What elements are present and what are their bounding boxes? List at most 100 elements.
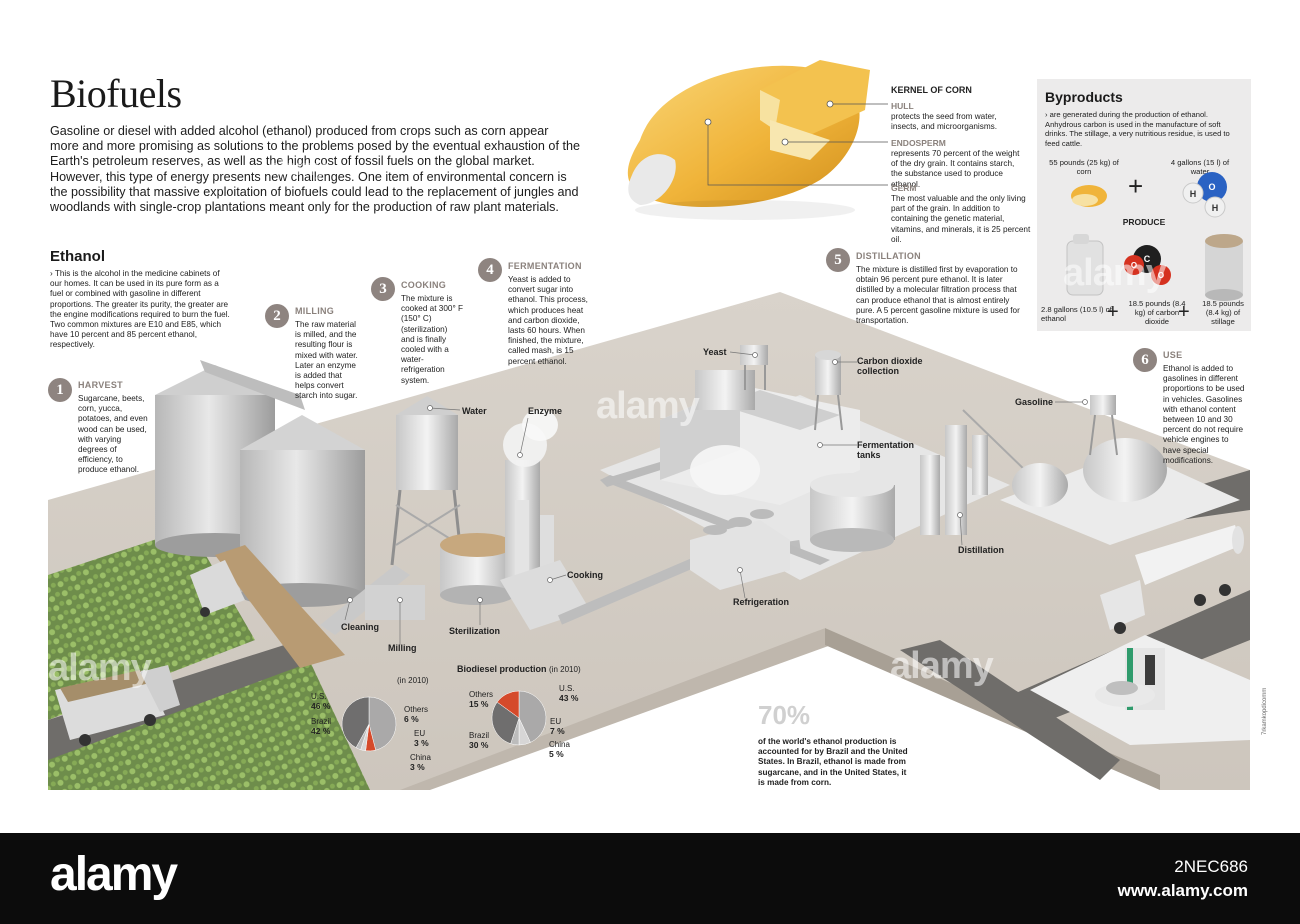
label-distillation: Distillation — [958, 545, 1005, 555]
credit-text: 7rkamkopdicomm — [1262, 687, 1268, 735]
step-3-badge: 3 — [371, 277, 395, 301]
step-2-badge: 2 — [265, 304, 289, 328]
produce-label: PRODUCE — [1122, 217, 1166, 227]
label-fermentation-tanks: Fermentation tanks — [857, 440, 915, 460]
ethanol-eu-value: 3 % — [414, 737, 429, 748]
stat-value: 70% — [758, 700, 811, 730]
step-3-text: The mixture is cooked at 300° F (150° C)… — [401, 294, 463, 385]
ethanol-others-value: 6 % — [404, 713, 419, 724]
step-1-text: Sugarcane, beets, corn, yucca, potatoes,… — [78, 394, 148, 475]
label-yeast: Yeast — [703, 347, 727, 357]
biodiesel-china-name: China — [549, 740, 570, 749]
label-cooking: Cooking — [567, 570, 603, 580]
step-2-title: MILLING — [295, 306, 335, 316]
biodiesel-slice-us — [518, 690, 547, 743]
car — [1095, 681, 1155, 707]
output-stillage-label: 18.5 pounds (8.4 kg) of stillage — [1202, 299, 1244, 326]
output-ethanol-label: 2.8 gallons (10.5 l) of ethanol — [1041, 305, 1112, 323]
biodiesel-brazil-name: Brazil — [469, 731, 490, 740]
ethanol-us-value: 46 % — [311, 700, 331, 711]
hull-text: protects the seed from water, insects, a… — [891, 112, 998, 132]
ethanol-brazil-name: Brazil — [311, 717, 332, 726]
sterilization-tank — [440, 533, 515, 605]
watermark-3: alamy — [1063, 252, 1167, 294]
biodiesel-title-year: (in 2010) — [549, 665, 581, 674]
biodiesel-brazil-value: 30 % — [469, 739, 489, 750]
biodiesel-pie-title: Biodiesel production (in 2010) — [457, 664, 581, 674]
step-2-text: The raw material is milled, and the resu… — [295, 320, 358, 401]
byproducts-illustration — [1066, 172, 1243, 301]
step-5-title: DISTILLATION — [856, 251, 921, 261]
ethanol-description: › This is the alcohol in the medicine ca… — [50, 269, 230, 350]
biodiesel-slice-brazil — [491, 701, 520, 744]
footer-image-id: 2NEC686 — [1174, 857, 1248, 876]
atom-label-o: O — [1208, 182, 1216, 192]
dump-truck — [55, 665, 180, 746]
page-title: Biofuels — [50, 71, 182, 116]
intro-paragraph: Gasoline or diesel with added alcohol (e… — [50, 124, 580, 215]
road — [48, 640, 330, 760]
biodiesel-china-value: 5 % — [549, 748, 564, 759]
step-6-badge: 6 — [1133, 348, 1157, 372]
endosperm-text: represents 70 percent of the weight of t… — [891, 149, 1020, 189]
stat-text: of the world's ethanol production is acc… — [758, 737, 908, 787]
step-4-title: FERMENTATION — [508, 261, 582, 271]
atom-label-o1: O — [1130, 261, 1138, 270]
biodiesel-us-value: 43 % — [559, 692, 579, 703]
input-corn-label: 55 pounds (25 kg) of corn — [1049, 158, 1119, 176]
corn-kernel-title: KERNEL OF CORN — [891, 85, 972, 95]
ethanol-pie-caption: (in 2010) — [397, 676, 429, 685]
fermentation-tanks — [810, 473, 895, 552]
byproducts-text: › are generated during the production of… — [1045, 110, 1230, 148]
atom-label-h2: H — [1211, 203, 1219, 213]
water-tower — [390, 396, 464, 566]
tanker-truck — [1100, 525, 1244, 634]
water-molecule-icon — [1197, 172, 1227, 202]
hull-title: HULL — [891, 101, 914, 111]
label-enzyme: Enzyme — [528, 406, 563, 416]
co2-tank — [814, 350, 843, 431]
atom-label-c: C — [1143, 254, 1151, 264]
label-water: Water — [462, 406, 487, 416]
watermark-2: alamy — [890, 645, 994, 687]
ethanol-china-name: China — [410, 753, 431, 762]
footer-bar: alamy 2NEC686 www.alamy.com — [0, 833, 1300, 924]
ethanol-others-name: Others — [404, 705, 429, 714]
watermark-1: alamy — [596, 385, 700, 427]
step-3-title: COOKING — [401, 280, 447, 290]
plus-sign-2: + — [1107, 301, 1119, 323]
atom-label-o2: O — [1157, 271, 1165, 280]
ethanol-slice-brazil — [341, 696, 370, 749]
distillation-columns — [920, 409, 1031, 535]
plant-illustration — [48, 60, 1250, 790]
ethanol-pie-us-label: U.S.46 % — [311, 692, 330, 711]
corn-kernel — [627, 60, 870, 220]
output-co2-label: 18.5 pounds (8.4 kg) of carbon dioxide — [1128, 299, 1186, 326]
plus-sign-3: + — [1178, 301, 1190, 323]
ethanol-heading: Ethanol — [50, 248, 105, 265]
label-co2-collection: Carbon dioxide collection — [857, 356, 923, 376]
ethanol-brazil-value: 42 % — [311, 725, 331, 736]
label-cleaning: Cleaning — [341, 622, 380, 632]
byproducts-heading: Byproducts — [1045, 89, 1123, 105]
biodiesel-pie-us-label: U.S.43 % — [559, 684, 578, 703]
gasoline-tanks — [1012, 395, 1167, 507]
refrigeration-unit — [690, 509, 790, 590]
biodiesel-production-pie — [491, 690, 547, 746]
biodiesel-title-text: Biodiesel production — [457, 664, 547, 674]
biodiesel-others-name: Others — [469, 690, 494, 699]
footer-url: www.alamy.com — [1117, 881, 1248, 900]
biodiesel-eu-name: EU — [550, 717, 562, 726]
watermark-4: alamy — [48, 647, 152, 689]
byproducts-panel: Byproducts › are generated during the pr… — [1037, 79, 1251, 331]
input-water-label: 4 gallons (15 l) of water — [1170, 158, 1230, 176]
label-refrigeration: Refrigeration — [733, 597, 790, 607]
